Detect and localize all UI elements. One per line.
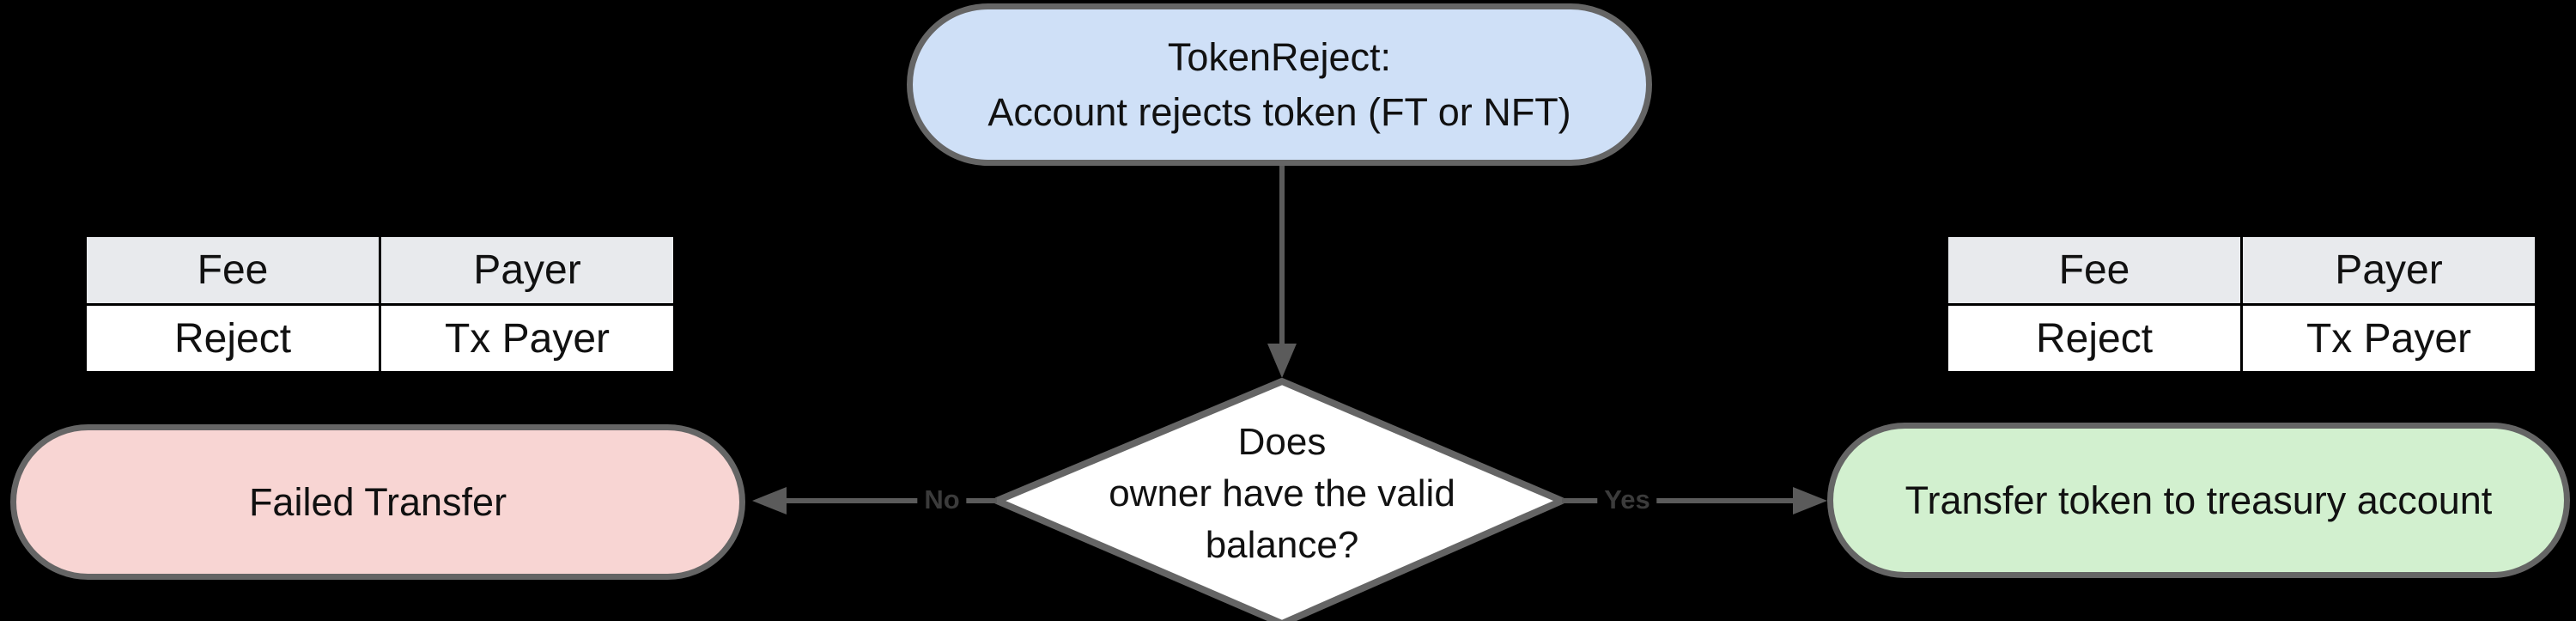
right-fee-value: Reject [1946,303,2243,374]
start-node: TokenReject: Account rejects token (FT o… [907,3,1652,166]
decision-line3: balance? [1205,524,1359,566]
right-payer-header: Payer [2240,234,2537,306]
table-row: Reject Tx Payer [84,303,676,374]
decision-line2: owner have the valid [1109,472,1455,514]
start-node-line1: TokenReject: [1167,34,1392,79]
yes-branch-label: Yes [1597,483,1657,517]
treasury-transfer-label: Transfer token to treasury account [1905,478,2493,522]
arrowhead-down-icon [1267,344,1297,378]
start-node-line2: Account rejects token (FT or NFT) [987,89,1571,134]
table-row: Reject Tx Payer [1946,303,2537,374]
decision-line1: Does [1237,421,1327,463]
arrowhead-right-icon [1793,487,1827,514]
left-fee-header: Fee [84,234,381,306]
table-header-row: Fee Payer [1946,234,2537,306]
right-fee-header: Fee [1946,234,2243,306]
arrowhead-left-icon [752,487,787,514]
table-header-row: Fee Payer [84,234,676,306]
failed-transfer-node: Failed Transfer [10,424,745,580]
left-payer-value: Tx Payer [379,303,676,374]
left-payer-header: Payer [379,234,676,306]
treasury-transfer-node: Transfer token to treasury account [1827,423,2570,578]
right-payer-value: Tx Payer [2240,303,2537,374]
failed-transfer-label: Failed Transfer [248,479,507,524]
left-fee-table: Fee Payer Reject Tx Payer [84,234,676,374]
no-branch-label: No [917,483,967,517]
right-fee-table: Fee Payer Reject Tx Payer [1946,234,2537,374]
left-fee-value: Reject [84,303,381,374]
decision-node-text: Does owner have the valid balance? [1024,417,1540,571]
